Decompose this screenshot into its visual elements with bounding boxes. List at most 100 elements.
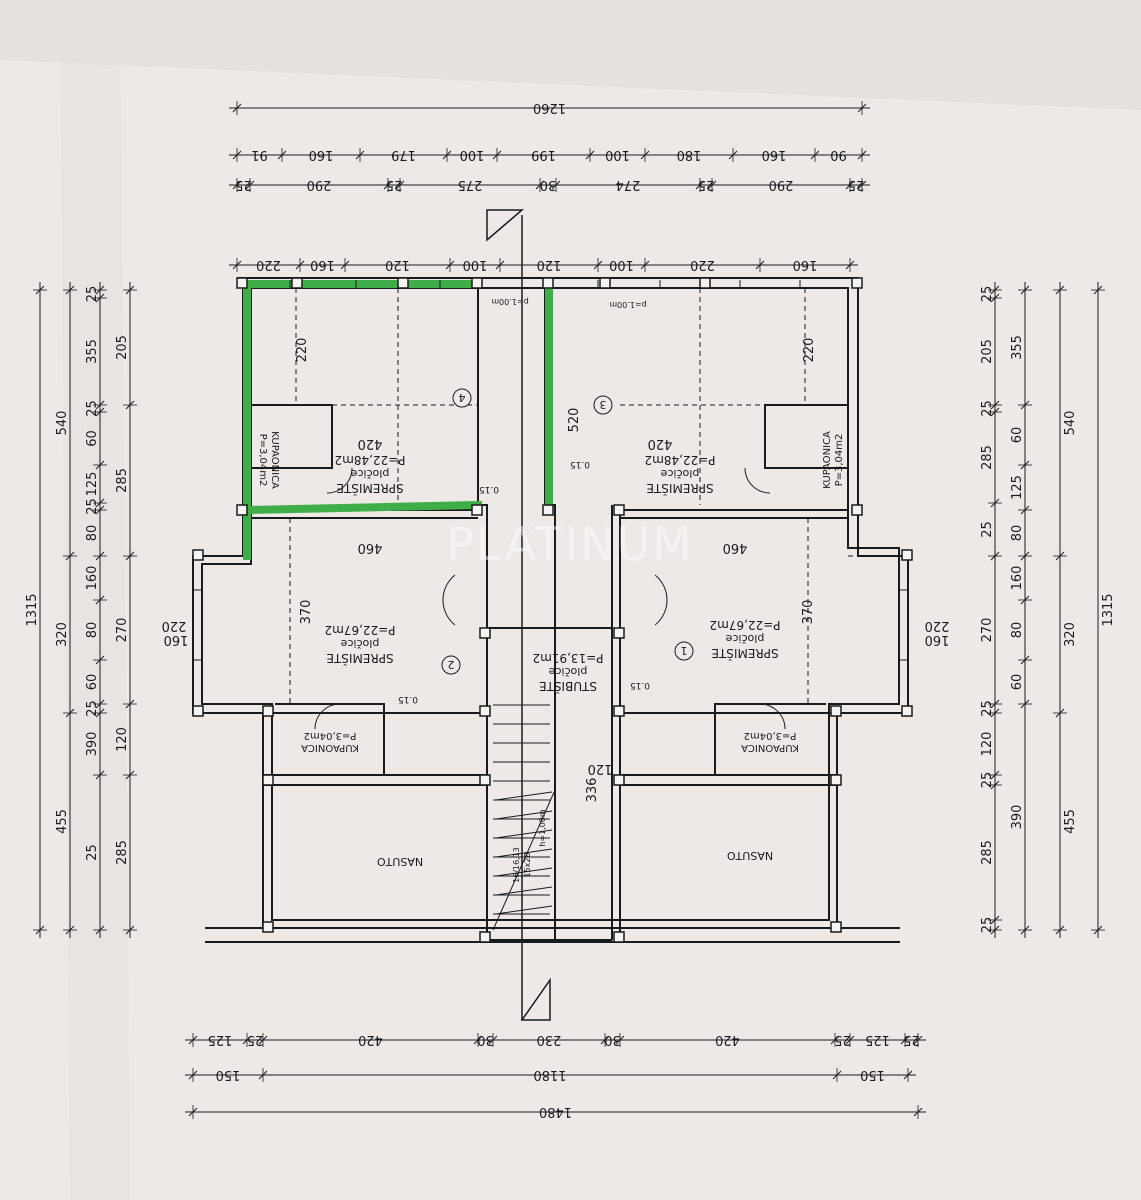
bath-4-label: KUPAONICA P=3,04m2 bbox=[741, 730, 799, 753]
bottom-chain-1-label: 25 bbox=[247, 1032, 264, 1047]
right-chain-c-label: 80 bbox=[1010, 622, 1025, 639]
room-4-label: SPREMIŠTE pločice P=22,48m2 bbox=[335, 453, 406, 496]
left-chain-b-label: 60 bbox=[85, 430, 100, 447]
left-chain-b-label: 80 bbox=[85, 525, 100, 542]
stair-note-3: 16/16,13 bbox=[512, 847, 521, 883]
room-depth-4: 220 bbox=[295, 338, 310, 363]
column bbox=[192, 549, 204, 561]
column bbox=[262, 921, 274, 933]
right-chain-a-label: 320 bbox=[1063, 622, 1078, 647]
top-chain-2-label: 180 bbox=[677, 147, 702, 162]
column bbox=[901, 705, 913, 717]
svg-text:pločice: pločice bbox=[350, 467, 389, 480]
right-chain-c-label: 355 bbox=[1010, 335, 1025, 360]
top-chain-3-label: 25 bbox=[848, 177, 865, 192]
top-chain-3-label: 25 bbox=[698, 177, 715, 192]
room-depth-1: 370 bbox=[801, 600, 816, 625]
left-chain-b-label: 80 bbox=[85, 622, 100, 639]
right-chain-b-label: 205 bbox=[980, 339, 995, 364]
top-chain-3-label: 30 bbox=[540, 177, 557, 192]
top-chain-2-label: 199 bbox=[531, 147, 556, 162]
column bbox=[613, 627, 625, 639]
bottom-chain-1-label: 420 bbox=[715, 1032, 740, 1047]
column bbox=[236, 277, 248, 289]
right-chain-b-label: 120 bbox=[980, 732, 995, 757]
svg-text:2: 2 bbox=[448, 658, 455, 671]
room-labels: SPREMIŠTE pločice P=22,48m2 SPREMIŠTE pl… bbox=[257, 431, 845, 868]
svg-text:4: 4 bbox=[459, 391, 466, 404]
top-inner-chain-label: 160 bbox=[793, 257, 818, 272]
corridor-depth: 520 bbox=[567, 408, 582, 433]
top-chain-2-label: 100 bbox=[605, 147, 630, 162]
column bbox=[262, 774, 274, 786]
bay-left-a: 220 bbox=[162, 618, 187, 633]
left-total-chain: 1315 bbox=[25, 282, 47, 938]
left-chain-b-label: 25 bbox=[85, 400, 100, 417]
top-chain-3-label: 275 bbox=[458, 177, 483, 192]
stair-tread-diag bbox=[495, 829, 553, 839]
svg-text:KUPAONICA: KUPAONICA bbox=[301, 742, 359, 753]
left-chain-b-label: 160 bbox=[85, 566, 100, 591]
room-depth-3: 220 bbox=[802, 338, 817, 363]
svg-text:pločice: pločice bbox=[660, 467, 699, 480]
stair-depth: 336 bbox=[585, 778, 600, 803]
paper-fold-shadow bbox=[0, 0, 1141, 110]
left-chain-c-label: 270 bbox=[115, 618, 130, 643]
stair-tread-diag bbox=[495, 886, 553, 896]
left-chain-a-label: 455 bbox=[55, 809, 70, 834]
bottom-chain-1-label: 125 bbox=[208, 1032, 233, 1047]
right-total-chain-label: 1315 bbox=[1101, 593, 1116, 626]
column bbox=[192, 705, 204, 717]
bay-right-b: 160 bbox=[925, 632, 950, 647]
room-2-label: SPREMIŠTE pločice P=22,67m2 bbox=[325, 623, 396, 666]
left-chain-b-label: 60 bbox=[85, 674, 100, 691]
right-total-chain: 1315 bbox=[1091, 282, 1116, 938]
column bbox=[236, 504, 248, 516]
left-chain-b-label: 25 bbox=[85, 286, 100, 303]
right-chain-a-label: 540 bbox=[1063, 411, 1078, 436]
column bbox=[479, 705, 491, 717]
right-chain-c-label: 60 bbox=[1010, 674, 1025, 691]
column bbox=[262, 705, 274, 717]
column bbox=[851, 504, 863, 516]
column bbox=[479, 931, 491, 943]
room-number-2: 2 bbox=[441, 655, 461, 675]
window-note-1: p=1.00m bbox=[491, 297, 529, 306]
svg-text:KUPAONICA: KUPAONICA bbox=[269, 431, 280, 489]
room-width-2: 460 bbox=[358, 540, 383, 555]
top-inner-chain-label: 100 bbox=[609, 257, 634, 272]
column bbox=[699, 277, 711, 289]
column bbox=[479, 774, 491, 786]
top-inner-chain-label: 100 bbox=[463, 257, 488, 272]
sill-note-3: 0.15 bbox=[570, 459, 590, 469]
svg-text:P=3,04m2: P=3,04m2 bbox=[257, 434, 268, 487]
column bbox=[599, 277, 611, 289]
right-chain-b-label: 25 bbox=[980, 700, 995, 717]
left-chain-b-label: 390 bbox=[85, 732, 100, 757]
right-chain-c-label: 125 bbox=[1010, 475, 1025, 500]
svg-text:SPREMIŠTE: SPREMIŠTE bbox=[326, 651, 393, 666]
left-chain-b-label: 25 bbox=[85, 700, 100, 717]
stair-tread-diag bbox=[495, 791, 553, 801]
watermark-text: PLATINUM bbox=[446, 517, 694, 571]
bottom-chain-1-label: 30 bbox=[477, 1032, 494, 1047]
right-chain-b-label: 25 bbox=[980, 400, 995, 417]
bottom-total-chain: 1480 bbox=[185, 1104, 926, 1119]
sill-note-1: 0.15 bbox=[630, 680, 650, 690]
bottom-chain-2-label: 150 bbox=[216, 1067, 241, 1082]
column bbox=[291, 277, 303, 289]
svg-text:SPREMIŠTE: SPREMIŠTE bbox=[336, 481, 403, 496]
left-chain-a-label: 540 bbox=[55, 411, 70, 436]
right-chain-b-label: 25 bbox=[980, 521, 995, 538]
svg-text:P=22,67m2: P=22,67m2 bbox=[710, 618, 781, 632]
right-chain-c-label: 160 bbox=[1010, 566, 1025, 591]
bottom-chain-1-label: 25 bbox=[834, 1032, 851, 1047]
top-chain-2-label: 91 bbox=[251, 147, 268, 162]
svg-text:pločice: pločice bbox=[725, 632, 764, 645]
stair-note-1: h=1,00m bbox=[538, 809, 547, 847]
